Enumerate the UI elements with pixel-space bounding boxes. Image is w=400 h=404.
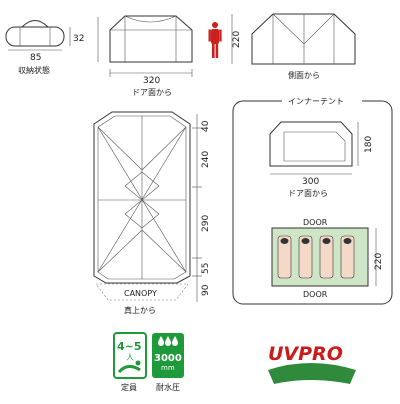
capacity-unit: 人 bbox=[126, 353, 134, 362]
tent-front-view bbox=[97, 15, 193, 77]
top-dim-240: 240 bbox=[201, 151, 211, 168]
top-dim-40: 40 bbox=[201, 120, 211, 132]
top-view-caption: 真上から bbox=[124, 305, 156, 315]
tent-side-view bbox=[231, 13, 356, 65]
canopy-label: CANOPY bbox=[124, 289, 157, 298]
floor-door-bottom: DOOR bbox=[303, 290, 328, 299]
person-scale-icon bbox=[208, 22, 222, 58]
drop-icon bbox=[158, 336, 164, 346]
inner-tent-panel bbox=[232, 96, 393, 305]
water-unit: mm bbox=[161, 364, 175, 372]
storage-bag-drawing bbox=[5, 20, 71, 51]
top-dim-290: 290 bbox=[201, 215, 211, 232]
inner-width-label: 300 bbox=[302, 177, 319, 187]
side-view-caption: 側面から bbox=[288, 70, 320, 80]
water-caption: 耐水圧 bbox=[156, 382, 180, 392]
bag-height-label: 32 bbox=[73, 34, 84, 44]
floor-door-top: DOOR bbox=[303, 218, 328, 227]
inner-height-label: 180 bbox=[364, 136, 374, 153]
bag-caption: 収納状態 bbox=[18, 65, 50, 75]
drop-icon-3 bbox=[172, 336, 178, 346]
drop-icon-2 bbox=[165, 336, 171, 346]
front-width-label: 320 bbox=[143, 76, 160, 86]
inner-front-caption: ドア面から bbox=[288, 189, 328, 198]
inner-tent-front-view bbox=[269, 121, 359, 175]
capacity-value: 4~5 bbox=[117, 340, 142, 353]
bag-width-label: 85 bbox=[30, 53, 41, 63]
inner-tent-floor-plan bbox=[271, 227, 377, 287]
uvpro-logo bbox=[268, 363, 356, 384]
top-dim-55: 55 bbox=[201, 263, 211, 274]
floor-depth-label: 220 bbox=[374, 253, 384, 270]
inner-tent-title: インナーテント bbox=[288, 97, 344, 106]
front-view-caption: ドア面から bbox=[132, 88, 172, 97]
uvpro-text: UVPRO bbox=[268, 343, 343, 365]
capacity-badge bbox=[113, 332, 147, 379]
top-dim-90: 90 bbox=[201, 284, 211, 296]
water-resistance-badge bbox=[152, 333, 184, 378]
capacity-caption: 定員 bbox=[121, 382, 137, 392]
tent-height-label: 220 bbox=[232, 31, 242, 48]
tent-top-view bbox=[93, 111, 202, 302]
water-value: 3000 bbox=[154, 353, 182, 364]
